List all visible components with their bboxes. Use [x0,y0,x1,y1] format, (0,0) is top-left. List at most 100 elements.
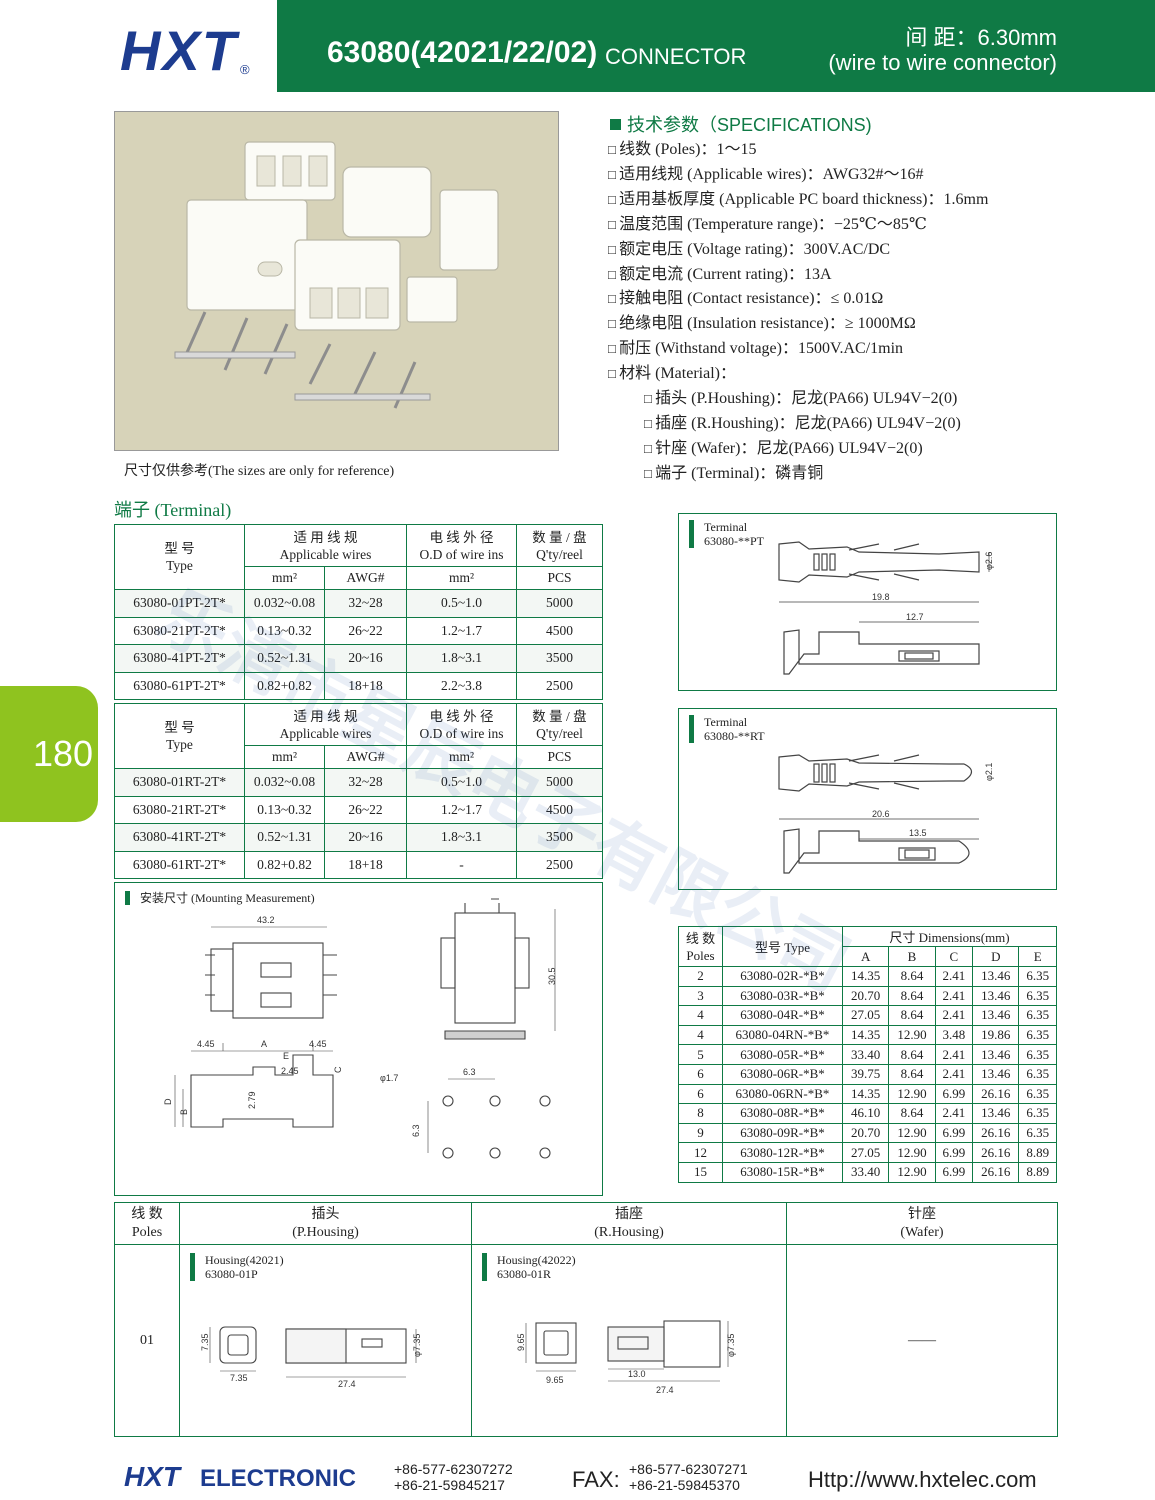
svg-text:2.79: 2.79 [247,1091,257,1109]
spec-item: 耐压 (Withstand voltage)：1500V.AC/1min [608,337,988,362]
connector-subtitle: (wire to wire connector) [828,50,1057,75]
svg-text:φ1.7: φ1.7 [380,1073,398,1083]
registered-mark: ® [240,62,250,77]
footer-logo: HXT [124,1461,180,1492]
material-item: 端子 (Terminal)：磷青铜 [608,462,988,487]
svg-text:2.45: 2.45 [281,1066,299,1076]
svg-text:27.4: 27.4 [338,1379,356,1389]
connector-label: CONNECTOR [605,44,747,69]
r-housing-drawing: Housing(42022)63080-01R 9.65 9.65 13.0 2… [471,1244,787,1437]
svg-text:6.3: 6.3 [463,1067,476,1077]
header-logo-area: HXT ® [0,0,277,92]
material-item: 插座 (R.Houshing)：尼龙(PA66) UL94V−2(0) [608,412,988,437]
mm2-header: mm² [406,566,517,590]
spec-item: 线数 (Poles)：1～15 [608,138,988,163]
product-photo [114,111,559,451]
fax-label: FAX: [572,1467,620,1492]
spec-item: 额定电流 (Current rating)：13A [608,263,988,288]
spec-item: 温度范围 (Temperature range)：−25℃～85℃ [608,213,988,238]
svg-text:C: C [333,1066,343,1073]
spec-item: 接触电阻 (Contact resistance)：≤ 0.01Ω [608,287,988,312]
spec-item: 适用线规 (Applicable wires)：AWG32#～16# [608,163,988,188]
pcs-header: PCS [516,566,603,590]
pcs-header: PCS [516,745,603,769]
material-item: 针座 (Wafer)：尼龙(PA66) UL94V−2(0) [608,437,988,462]
photo-note: 尺寸仅供参考(The sizes are only for reference) [124,464,395,479]
brand-logo: HXT [120,19,238,82]
p-housing-drawing: Housing(42021)63080-01P 7.35 7.35 27.4 φ… [179,1244,472,1437]
spec-item: 适用基板厚度 (Applicable PC board thickness)：1… [608,188,988,213]
svg-text:E: E [283,1051,289,1061]
footer-brand: ELECTRONIC [200,1465,356,1492]
pitch-label: 间 距：6.30mm [905,25,1057,50]
telephone-numbers: +86-577-62307272+86-21-59845217 [394,1461,513,1493]
mm2-header: mm² [244,745,325,769]
spec-item: 绝缘电阻 (Insulation resistance)：≥ 1000MΩ [608,312,988,337]
svg-text:4.45: 4.45 [197,1039,215,1049]
specifications-title: 技术参数（SPECIFICATIONS) [610,111,872,137]
svg-text:φ7.35: φ7.35 [726,1334,736,1357]
svg-text:6.3: 6.3 [411,1124,421,1137]
awg-header: AWG# [324,566,407,590]
pole-count: 01 [114,1244,180,1437]
pt-diameter-label: φ2.6 [984,552,994,570]
wafer-value: —— [786,1244,1058,1437]
svg-text:φ7.35: φ7.35 [412,1334,422,1357]
svg-text:7.35: 7.35 [230,1373,248,1383]
page-number-tab: 180 [0,686,98,822]
terminal-section-title: 端子 (Terminal) [114,500,232,520]
svg-text:D: D [163,1098,173,1105]
mm2-header: mm² [244,566,325,590]
mount-height-label: 30.5 [547,967,557,985]
model-title: 63080(42021/22/02) [327,36,598,69]
header-band: 63080(42021/22/02) CONNECTOR 间 距：6.30mm … [277,0,1155,92]
mount-width-label: 43.2 [257,915,275,925]
spec-item: 额定电压 (Voltage rating)：300V.AC/DC [608,238,988,263]
svg-text:B: B [179,1109,189,1115]
pt-length-label: 19.8 [872,592,890,602]
svg-text:4.45: 4.45 [309,1039,327,1049]
material-item: 插头 (P.Houshing)：尼龙(PA66) UL94V−2(0) [608,387,988,412]
svg-text:A: A [261,1039,267,1049]
svg-text:7.35: 7.35 [200,1333,210,1351]
rt-diameter-label: φ2.1 [984,763,994,781]
spec-item: 材料 (Material)： [608,362,988,387]
svg-text:13.0: 13.0 [628,1369,646,1379]
svg-text:27.4: 27.4 [656,1385,674,1395]
rt-length-label: 20.6 [872,809,890,819]
website-link[interactable]: Http://www.hxtelec.com [808,1467,1037,1492]
awg-header: AWG# [324,745,407,769]
rt-sub-label: 13.5 [909,828,927,838]
svg-text:9.65: 9.65 [516,1333,526,1351]
specifications-list: 线数 (Poles)：1～15 适用线规 (Applicable wires)：… [608,138,988,487]
